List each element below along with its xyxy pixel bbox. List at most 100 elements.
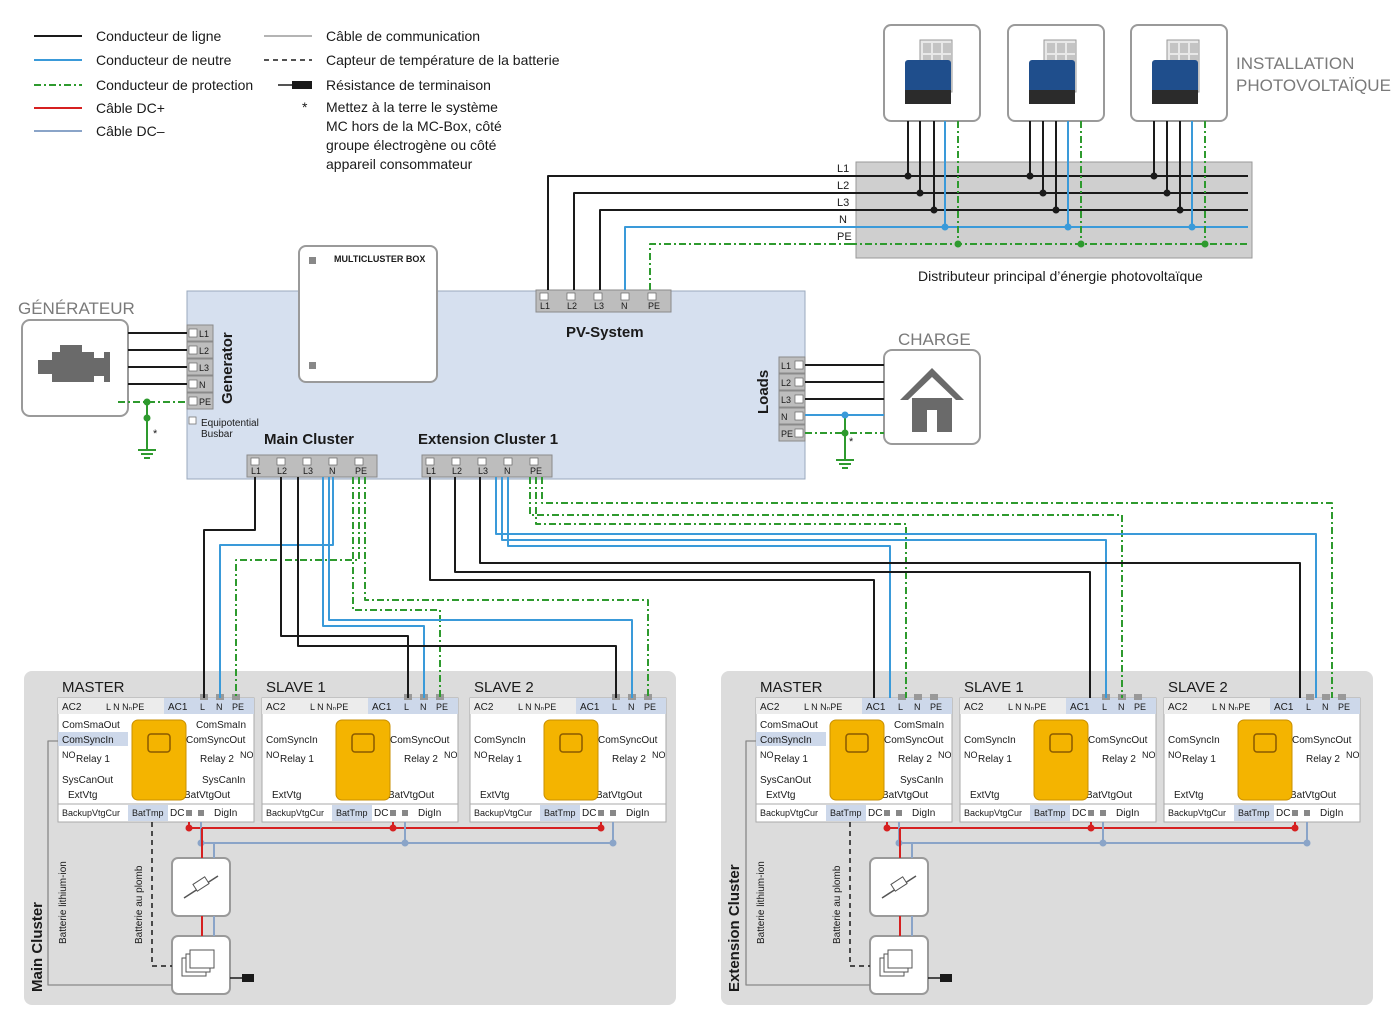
pv-system-n — [624, 226, 850, 290]
ac1-term-label: L — [200, 702, 205, 712]
inverter-display — [1253, 733, 1277, 753]
main-slave2-n — [328, 477, 633, 698]
terminal-label: L2 — [452, 466, 462, 476]
com-sma-in: ComSmaIn — [894, 720, 944, 731]
relay1-no: NO — [1168, 750, 1182, 760]
ac1-header — [368, 698, 458, 714]
pv-cell — [1047, 43, 1055, 53]
dc-plus-screw — [884, 810, 890, 816]
main-slave2-pe — [364, 477, 649, 698]
dc-minus-screw — [402, 810, 408, 816]
lead-label: Batterie au plomb — [134, 865, 145, 944]
terminal-label: L1 — [540, 301, 550, 311]
pv-bus-pe: PE — [837, 231, 852, 243]
sys-can-out: SysCanOut — [760, 775, 811, 786]
pv-inverter-unit — [883, 24, 981, 122]
dc-label: DC — [170, 808, 184, 819]
bat-tmp-highlight — [1030, 805, 1070, 821]
com-sma-out: ComSmaOut — [760, 720, 818, 731]
terminal-screw — [477, 457, 487, 466]
dig-in: DigIn — [1116, 808, 1139, 819]
junction-dot — [1099, 839, 1107, 847]
relay1-label: Relay 1 — [978, 754, 1012, 765]
temp-sensor-cable — [849, 822, 870, 967]
terminal-screw — [794, 394, 804, 404]
legend-termination: Résistance de terminaison — [326, 77, 491, 93]
terminal-screw — [451, 457, 461, 466]
junction-dot — [1303, 839, 1311, 847]
bat-vtg-out: BatVtgOut — [882, 790, 928, 801]
com-sync-out: ComSyncOut — [884, 735, 944, 746]
ac1-term-label: N — [914, 702, 921, 712]
backup-vtg-cur: BackupVtgCur — [1168, 808, 1226, 818]
ext-slave2-l — [479, 477, 1301, 698]
junction-dot — [916, 189, 924, 197]
pv-system-pe — [649, 243, 850, 290]
ac1-screw — [1338, 694, 1346, 700]
fuse-icon — [890, 876, 908, 892]
junction-dot — [401, 839, 409, 847]
junction-dot — [841, 429, 849, 437]
ac1-screw — [644, 694, 652, 700]
terminal-label: PE — [781, 429, 793, 439]
ac1-term-label: L — [612, 702, 617, 712]
terminal-screw — [425, 457, 435, 466]
backup-vtg-cur: BackupVtgCur — [266, 808, 324, 818]
bat-vtg-out: BatVtgOut — [388, 790, 434, 801]
junction-dot — [1201, 240, 1209, 248]
mc-box-unit — [298, 245, 438, 383]
backup-vtg-cur: BackupVtgCur — [62, 808, 120, 818]
terminal-label: L2 — [781, 378, 791, 388]
terminal-label: PE — [530, 466, 542, 476]
terminal-screw — [593, 292, 603, 301]
inverter-name: SLAVE 1 — [266, 679, 326, 696]
ac1-screw — [1306, 694, 1314, 700]
ext-slave1-pe — [529, 477, 1123, 698]
dc-minus-screw — [1100, 810, 1106, 816]
ac1-screw — [1134, 694, 1142, 700]
extension-cluster-label: Extension Cluster 1 — [418, 431, 558, 448]
ext-vtg: ExtVtg — [480, 790, 509, 801]
terminal-screw — [539, 292, 549, 301]
terminal-label: N — [621, 301, 628, 311]
bat-tmp-highlight — [332, 805, 372, 821]
ac1-header — [164, 698, 254, 714]
ac1-header — [1270, 698, 1360, 714]
charge-title: CHARGE — [898, 330, 971, 349]
pv-cell — [1190, 43, 1198, 53]
junction-dot — [904, 172, 912, 180]
junction-dot — [954, 240, 962, 248]
terminal-label: L3 — [478, 466, 488, 476]
pv-inverter-base — [1029, 90, 1075, 104]
terminal-screw — [188, 379, 198, 389]
relay1-no: NO — [266, 750, 280, 760]
legend-ground-note-2: MC hors de la MC-Box, côté — [326, 118, 502, 134]
terminal-label: PE — [355, 466, 367, 476]
junction-dot — [841, 411, 849, 419]
main-master-pe — [235, 477, 360, 698]
com-sync-in: ComSyncIn — [266, 735, 318, 746]
mc-box-body — [186, 290, 806, 480]
ac1-term-label: PE — [930, 702, 942, 712]
ac1-label: AC1 — [1070, 702, 1090, 713]
legend-dc-plus: Câble DC+ — [96, 100, 165, 116]
ac1-label: AC1 — [1274, 702, 1294, 713]
main-master-n — [219, 477, 334, 698]
ac1-term-label: N — [1118, 702, 1125, 712]
dig-in: DigIn — [626, 808, 649, 819]
relay2-label: Relay 2 — [898, 754, 932, 765]
pv-cell — [1170, 43, 1178, 53]
equipotential-label-1: Equipotential — [201, 418, 259, 429]
terminal-label: L3 — [199, 363, 209, 373]
legend-temp-sensor: Capteur de température de la batterie — [326, 52, 560, 68]
generator: GÉNÉRATEUR — [18, 299, 135, 417]
relay2-no: NO — [1142, 750, 1156, 760]
ac1-term-label: PE — [436, 702, 448, 712]
pv-cell — [1057, 43, 1065, 53]
terminal-screw — [302, 457, 312, 466]
